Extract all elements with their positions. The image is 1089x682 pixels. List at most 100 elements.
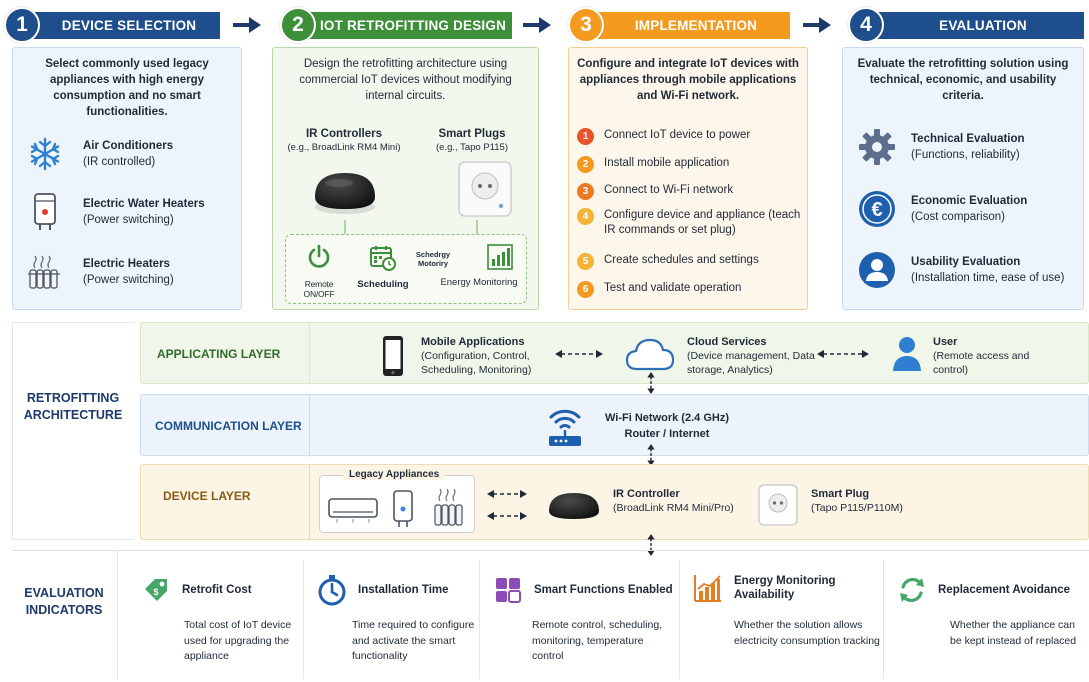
applicating-layer-title: APPLICATING LAYER (157, 347, 281, 361)
impl-step: 6 Test and validate operation (577, 281, 801, 298)
step-text: Connect to Wi-Fi network (604, 184, 734, 196)
design-features-box (285, 234, 527, 304)
eval-technical: Technical Evaluation (Functions, reliabi… (855, 124, 1077, 170)
iot-design-description: Design the retrofitting architecture usi… (299, 58, 512, 102)
eval-title: Usability Evaluation (911, 256, 1021, 268)
bidirectional-arrow-icon (487, 490, 527, 498)
user-title: User (933, 336, 958, 348)
indicator-replacement-avoidance: Replacement Avoidance Whether the applia… (884, 560, 1089, 679)
smart-plug-node: Smart Plug (Tapo P115/P110M) (811, 487, 941, 515)
cloud-services-title: Cloud Services (687, 336, 767, 348)
feature-scheduling: Scheduling (351, 244, 415, 290)
smartphone-icon (383, 336, 403, 376)
user-icon (893, 337, 921, 371)
appliance-detail: (IR controlled) (83, 156, 156, 168)
eval-detail: (Cost comparison) (911, 211, 1005, 223)
divider (309, 323, 310, 385)
smart-plugs-title: Smart Plugs (438, 128, 506, 140)
ir-controller-icon (549, 493, 599, 519)
eval-usability: Usability Evaluation (Installation time,… (855, 247, 1077, 293)
arrow-right-icon (803, 17, 831, 33)
impl-step: 1 Connect IoT device to power (577, 128, 801, 145)
indicator-desc: Whether the solution allows electricity … (734, 619, 880, 647)
radiator-icon (23, 252, 67, 292)
appliance-name: Air Conditioners (83, 140, 174, 152)
user-icon (855, 248, 899, 292)
smart-plug-detail: (Tapo P115/P110M) (811, 502, 903, 514)
step-text: Connect IoT device to power (604, 129, 751, 141)
impl-step: 3 Connect to Wi-Fi network (577, 183, 801, 200)
impl-step: 2 Install mobile application (577, 156, 801, 173)
appliance-electric-heaters: Electric Heaters (Power switching) (23, 250, 233, 294)
arrow-right-icon (523, 17, 551, 33)
eval-title: Technical Evaluation (911, 133, 1025, 145)
wifi-subtitle: Router / Internet (624, 428, 710, 440)
impl-step: 4 Configure device and appliance (teach … (577, 208, 801, 238)
indicator-installation-time: Installation Time Time required to confi… (304, 560, 480, 679)
cloud-services-detail: (Device management, Data storage, Analyt… (687, 350, 815, 376)
indicator-desc: Total cost of IoT device used for upgrad… (184, 619, 292, 662)
price-tag-icon: $ (140, 574, 172, 606)
step-title-1: DEVICE SELECTION (24, 12, 220, 39)
step-title-2: IOT RETROFITTING DESIGN (300, 12, 512, 39)
indicator-desc: Time required to configure and activate … (352, 619, 475, 662)
ir-controllers-example: (e.g., BroadLink RM4 Mini) (287, 142, 401, 153)
applicating-layer: APPLICATING LAYER Mobile Applications (C… (140, 322, 1089, 385)
smart-plug-heading: Smart Plugs (e.g., Tapo P115) (413, 128, 531, 153)
power-icon (308, 244, 330, 268)
feature-energy-monitoring: Energy Monitoring (429, 244, 529, 288)
wifi-title: Wi-Fi Network (2.4 GHz) (605, 412, 729, 424)
ir-controllers-title: IR Controllers (305, 128, 383, 140)
indicator-title: Replacement Avoidance (938, 584, 1071, 596)
appliance-water-heaters: Electric Water Heaters (Power switching) (23, 190, 233, 234)
divider (309, 395, 310, 457)
radiator-icon (434, 488, 463, 526)
step-text: Install mobile application (604, 157, 730, 169)
wifi-node: Wi-Fi Network (2.4 GHz) Router / Interne… (597, 411, 737, 441)
communication-layer: COMMUNICATION LAYER Wi-Fi Network (2.4 G… (140, 394, 1089, 457)
ir-controller-detail: (BroadLink RM4 Mini/Pro) (613, 502, 734, 514)
euro-icon: € (855, 187, 899, 231)
step-dot: 3 (577, 183, 594, 200)
cloud-icon (625, 338, 675, 371)
step-text: Test and validate operation (604, 282, 742, 294)
indicators-title: EVALUATION INDICATORS (24, 586, 104, 617)
appliance-detail: (Power switching) (83, 214, 174, 226)
mobile-apps-title: Mobile Applications (421, 336, 525, 348)
indicators-section (12, 550, 1089, 680)
architecture-title: RETROFITTING ARCHITECTURE (23, 391, 123, 422)
bar-chart-icon (692, 572, 724, 604)
recycle-icon (896, 574, 928, 606)
bar-chart-icon (487, 244, 513, 270)
connector-lines (344, 220, 478, 234)
user-detail: (Remote access and control) (933, 350, 1030, 376)
feature-label: Scheduling (357, 279, 409, 290)
eval-detail: (Functions, reliability) (911, 149, 1020, 161)
indicators-label-box (12, 550, 118, 680)
feature-label: Remote ON/OFF (303, 279, 335, 299)
smart-plug-title: Smart Plug (811, 488, 870, 500)
smart-plug-icon (758, 484, 798, 526)
stopwatch-icon (316, 574, 348, 606)
eval-economic: € Economic Evaluation (Cost comparison) (855, 186, 1077, 232)
indicator-desc: Remote control, scheduling, monitoring, … (532, 619, 663, 662)
implementation-description: Configure and integrate IoT devices with… (577, 58, 799, 102)
indicator-title: Energy Monitoring Availability (734, 575, 836, 601)
eval-title: Economic Evaluation (911, 195, 1028, 207)
vertical-arrow-icon (647, 444, 655, 466)
communication-layer-title: COMMUNICATION LAYER (155, 419, 302, 433)
smart-plugs-example: (e.g., Tapo P115) (435, 142, 508, 153)
indicator-desc: Whether the appliance can be kept instea… (950, 619, 1077, 647)
step-number-3: 3 (568, 7, 604, 43)
bidirectional-arrow-icon (487, 512, 527, 520)
ir-controller-device-icon (315, 173, 375, 214)
implementation-panel: Configure and integrate IoT devices with… (568, 47, 808, 310)
iot-design-panel: Design the retrofitting architecture usi… (272, 47, 539, 310)
step-number-4: 4 (848, 7, 884, 43)
step-number-1: 1 (4, 7, 40, 43)
air-conditioner-icon (328, 498, 378, 523)
wifi-router-icon (549, 409, 581, 446)
impl-step: 5 Create schedules and settings (577, 253, 801, 270)
gear-icon (855, 125, 899, 169)
appliance-detail: (Power switching) (83, 274, 174, 286)
